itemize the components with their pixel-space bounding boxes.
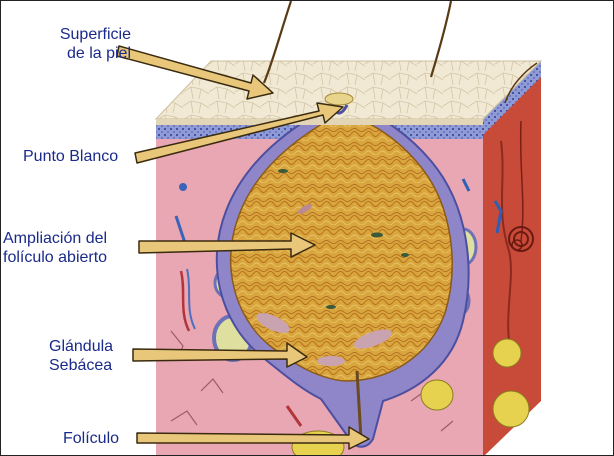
label-sebaceous-gland: Glándula Sebácea — [49, 337, 113, 375]
label-sebaceous-gland-line1: Glándula — [49, 337, 113, 356]
skin-surface — [156, 61, 541, 125]
label-skin-surface-line2: de la piel — [23, 44, 131, 63]
label-open-follicle-line2: folículo abierto — [3, 248, 107, 267]
label-sebaceous-gland-line2: Sebácea — [49, 356, 113, 375]
label-skin-surface-line1: Superficie — [23, 25, 131, 44]
label-skin-surface: Superficie de la piel — [23, 25, 131, 63]
label-follicle-text: Folículo — [63, 430, 119, 447]
label-open-follicle: Ampliación del folículo abierto — [3, 229, 107, 267]
label-white-point: Punto Blanco — [23, 147, 118, 166]
label-white-point-text: Punto Blanco — [23, 148, 118, 165]
label-open-follicle-line1: Ampliación del — [3, 229, 107, 248]
label-follicle: Folículo — [63, 429, 119, 448]
